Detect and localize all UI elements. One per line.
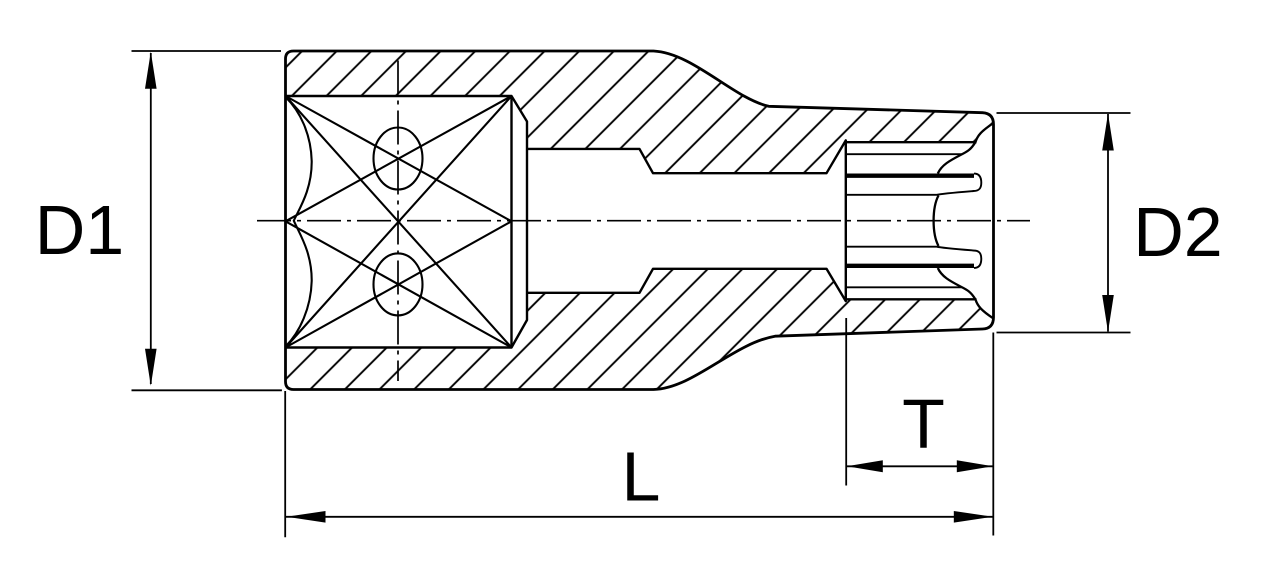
svg-text:T: T (902, 385, 945, 463)
svg-text:D2: D2 (1133, 193, 1222, 271)
svg-text:L: L (622, 438, 661, 516)
svg-text:D1: D1 (35, 191, 124, 269)
